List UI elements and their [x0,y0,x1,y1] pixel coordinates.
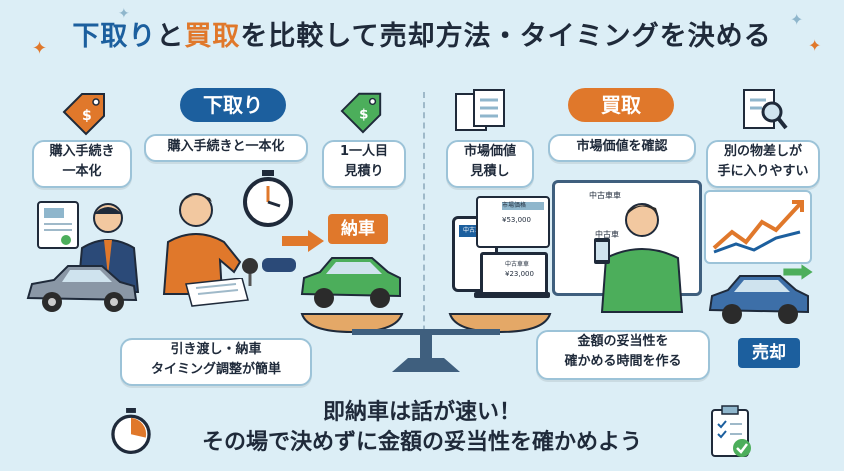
listing-card: 市場価格 ¥53,000 [476,196,550,248]
sparkle-icon: ✦ [790,10,804,29]
bubble-market-value: 市場価値を確認 [548,134,696,162]
bubble-handover: 引き渡し・納車 タイミング調整が簡単 [120,338,312,386]
bubble-procedures-top: 購入手続きと一本化 [144,134,308,162]
monitor-label: 中古車車 [589,191,621,200]
sold-car-icon [706,268,812,330]
title-part-trade-in: 下取り [72,21,157,52]
arrow-right-icon-2 [782,262,814,286]
monitor-label-2: 中古車 [595,230,619,239]
stopwatch-icon [240,168,296,232]
buyout-label: 買取 [568,88,674,122]
buyer-illustration [592,196,692,318]
price-tag-icon: $ [60,88,110,140]
sparkle-icon: ✦ [808,36,822,55]
trade-in-car-icon [24,258,140,320]
svg-text:$: $ [359,108,368,123]
title-part-buyout: 買取 [184,21,241,52]
new-car-icon [298,250,404,316]
bottom-line-2: その場で決めずに金額の妥当性を確かめよう [201,430,642,455]
bubble-first-estimate: 1一人目 見積り [322,140,406,188]
bottom-message: 即納車は話が速い！ その場で決めずに金額の妥当性を確かめよう [0,398,844,458]
magnifier-document-icon [742,86,788,136]
balance-scale-icon [296,306,556,380]
title-part-rest: を比較して売却方法・タイミングを決める [240,21,772,52]
bottom-line-1: 即納車は話が速い！ [322,400,521,425]
car-keys-icon [236,240,296,294]
bubble-procedures: 購入手続き 一本化 [32,140,132,188]
sell-badge: 売却 [738,338,800,368]
bubble-other-measure: 別の物差しが 手に入りやすい [706,140,820,188]
laptop-base [474,292,550,298]
paperwork-icon [182,277,252,312]
listing-price: ¥53,000 [502,216,531,224]
checklist-icon [708,404,754,464]
laptop-label: 中古車車 [505,261,530,268]
page-title: 下取りと買取を比較して売却方法・タイミングを決める [0,14,844,53]
timer-icon [108,406,154,460]
price-trend-chart-icon [704,190,812,264]
center-divider [423,92,425,362]
bubble-market-estimate: 市場価値 見積し [446,140,534,188]
sparkle-icon: ✦ [32,38,48,59]
laptop-price: ¥23,000 [505,270,534,278]
title-part-and: と [156,21,185,52]
sparkle-icon: ✦ [118,6,130,22]
documents-icon [454,88,508,136]
listing-label: 市場価格 [502,202,544,210]
price-tag-icon-green: $ [338,88,386,138]
customer-illustration [150,186,260,300]
delivery-badge: 納車 [328,214,388,244]
trade-in-label: 下取り [180,88,286,122]
bubble-verify-time: 金額の妥当性を 確かめる時間を作る [536,330,710,380]
arrow-right-icon [280,228,326,258]
contract-document-icon [36,200,80,254]
svg-text:$: $ [82,108,92,124]
